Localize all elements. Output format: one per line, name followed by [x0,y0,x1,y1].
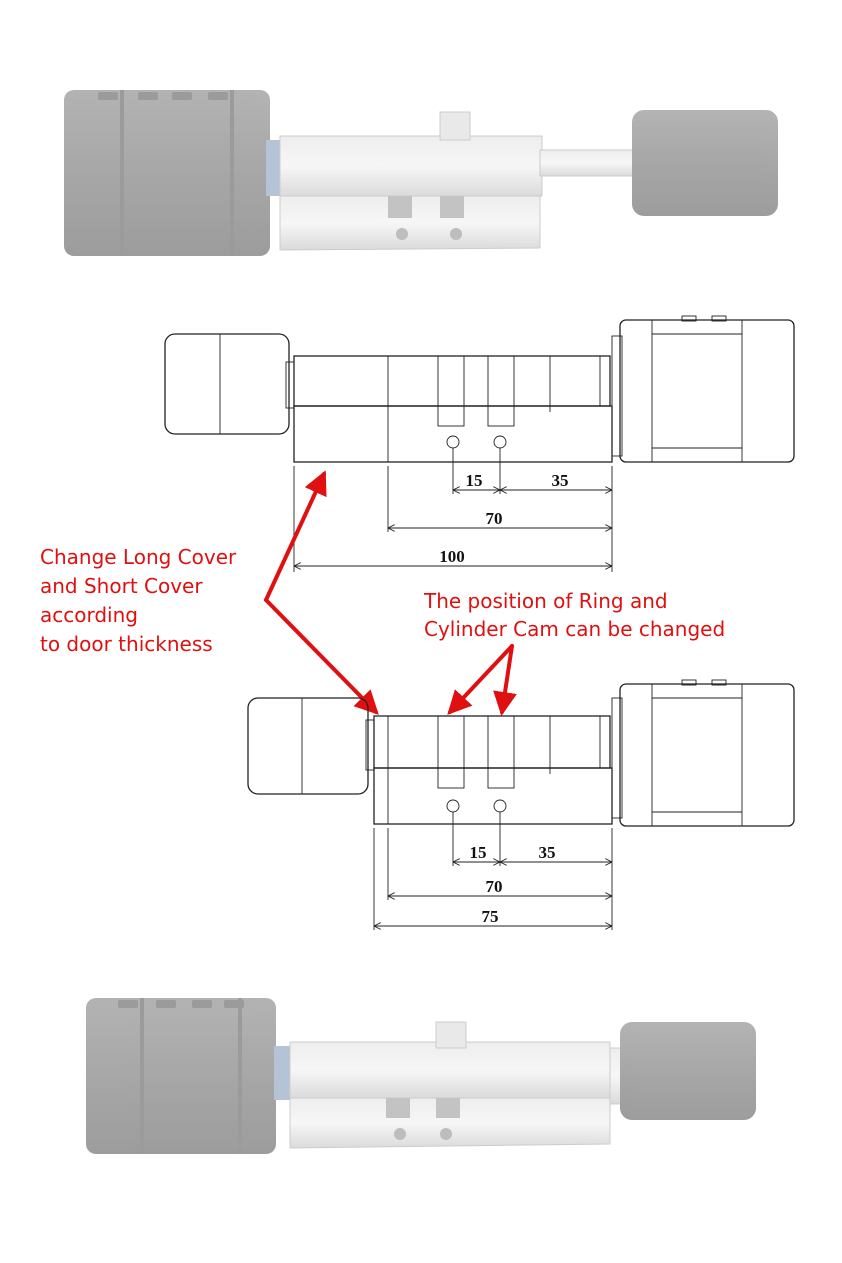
ring-note-line1: The position of Ring and [423,589,668,613]
dim-75-bottom: 75 [482,907,499,926]
dim-70-top: 70 [486,509,503,528]
cover-note-line1: Change Long Cover [40,545,237,569]
technical-drawing-1: 15 35 70 100 [164,315,795,572]
red-arrows [264,470,517,716]
dim-70-bottom: 70 [486,877,503,896]
top-lock-photo [64,90,778,256]
dim-15-top: 15 [466,471,483,490]
dim-15-bottom: 15 [470,843,487,862]
technical-drawing-2: 15 35 70 75 [247,679,795,930]
annotation-ring: The position of Ring and Cylinder Cam ca… [423,589,725,641]
cover-note-line4: to door thickness [40,632,213,656]
dim-35-top: 35 [552,471,569,490]
ring-note-line2: Cylinder Cam can be changed [424,617,725,641]
annotation-cover: Change Long Cover and Short Cover accord… [40,545,237,656]
dim-100-top: 100 [439,547,465,566]
cover-note-line2: and Short Cover [40,574,203,598]
dim-35-bottom: 35 [539,843,556,862]
bottom-lock-photo [86,998,756,1154]
cover-note-line3: according [40,603,138,627]
